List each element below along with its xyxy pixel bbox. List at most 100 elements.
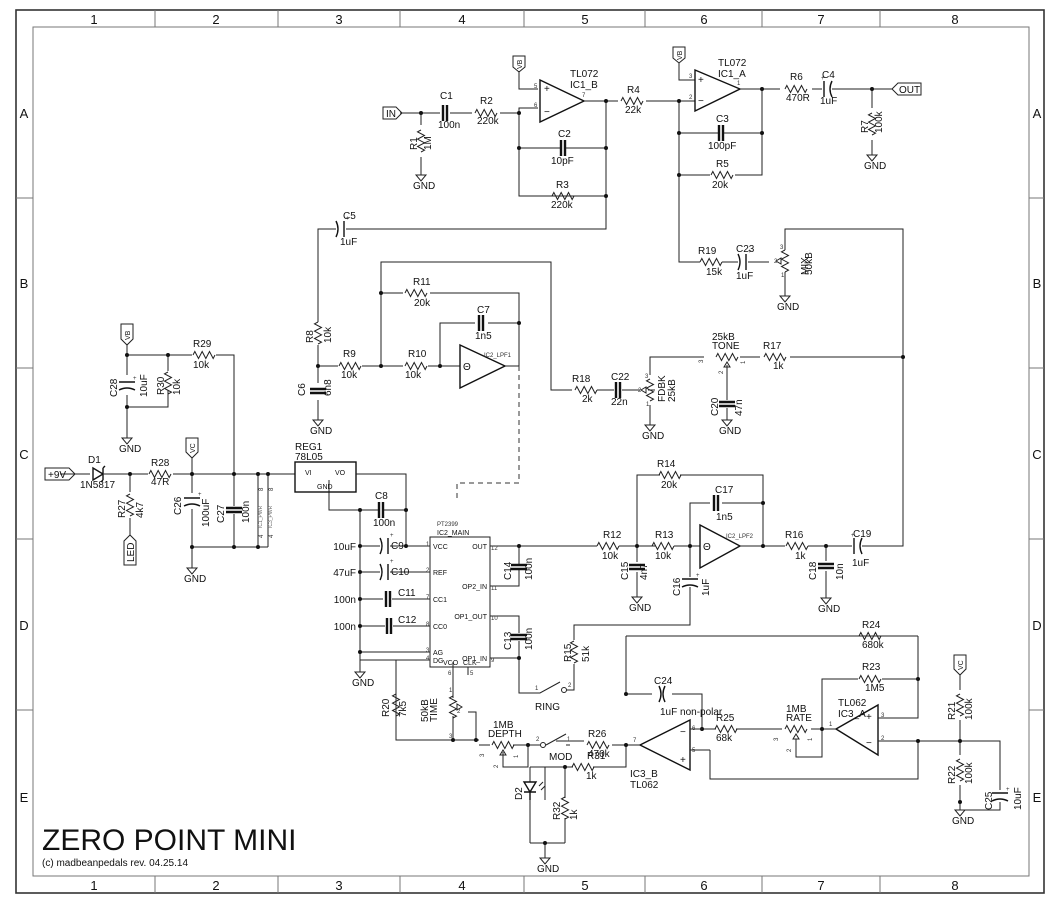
- svg-text:5: 5: [534, 84, 538, 90]
- gnd-label: GND: [719, 426, 741, 437]
- port-power: +9V: [44, 467, 76, 481]
- svg-text:+: +: [698, 75, 704, 86]
- svg-text:5: 5: [692, 748, 696, 754]
- resistor-symbol: [404, 361, 428, 371]
- pot-symbol: [780, 249, 790, 273]
- ic-pin-number: 2: [426, 568, 430, 574]
- resistor-ref: R22: [947, 765, 958, 784]
- resistor-value: 680k: [862, 640, 885, 651]
- resistor-ref: R1: [409, 137, 420, 150]
- resistor-symbol: [651, 541, 675, 551]
- svg-text:IC2_LPF1: IC2_LPF1: [484, 353, 512, 359]
- resistor-ref: R2: [480, 96, 493, 107]
- gnd-label: GND: [413, 181, 435, 192]
- gnd-triangle: [120, 437, 134, 445]
- polarity-mark: +: [851, 533, 855, 539]
- resistor-value: 470R: [786, 93, 810, 104]
- resistor-ref: R8: [305, 330, 316, 343]
- svg-text:8: 8: [259, 487, 265, 491]
- col-label-bottom: 6: [700, 878, 707, 893]
- resistor-ref: R24: [862, 620, 881, 631]
- resistor-value: 10k: [405, 370, 422, 381]
- resistor-ref: R31: [587, 751, 606, 762]
- pot-value: 50kB: [804, 252, 815, 275]
- capacitor-value: 4n7: [639, 563, 650, 580]
- resistor-value: 10k: [193, 360, 210, 371]
- capacitor-symbol: [681, 578, 699, 588]
- resistor-value: 4k7: [135, 501, 146, 518]
- capacitor-ref: C13: [503, 631, 514, 650]
- resistor-value: 10k: [172, 378, 183, 395]
- capacitor-ref: C22: [611, 372, 630, 383]
- capacitor-value: 47n: [734, 399, 745, 416]
- svg-text:−: −: [544, 107, 550, 118]
- svg-text:+9V: +9V: [48, 470, 66, 481]
- resistor-value: 1k: [795, 551, 807, 562]
- vc-flag: VC: [953, 654, 967, 676]
- capacitor-ref: C20: [710, 397, 721, 416]
- capacitor-symbol: [335, 220, 345, 238]
- polarity-mark: +: [390, 559, 394, 565]
- row-label-left: C: [19, 447, 28, 462]
- gnd-symbol: GND: [629, 596, 651, 614]
- capacitor-symbol: [511, 563, 527, 571]
- ic-pin-number: 8: [426, 622, 430, 628]
- pot-pin-number: 2: [787, 748, 793, 752]
- pot-symbol: [491, 740, 515, 750]
- ic-pin-number: 7: [426, 595, 430, 601]
- gnd-triangle: [865, 154, 879, 162]
- capacitor-value: 1uF: [852, 558, 869, 569]
- resistor-symbol: [763, 352, 787, 362]
- resistor-value: 68k: [716, 733, 733, 744]
- svg-text:−: −: [698, 96, 704, 107]
- resistor-ref: R17: [763, 341, 782, 352]
- regulator-reg1: REG1 78L05 VI VO GND: [294, 442, 357, 493]
- svg-text:1: 1: [567, 737, 571, 743]
- ic-pin-name: REF: [433, 570, 447, 577]
- svg-text:TL062: TL062: [630, 780, 659, 791]
- svg-text:IC3_PWR: IC3_PWR: [268, 505, 274, 528]
- grid-labels: 1 2 3 4 5 6 7 8 1 2 3 4 5 6 7 8 A B C D …: [19, 12, 1041, 893]
- svg-text:4: 4: [269, 534, 275, 538]
- capacitor-ref: C16: [672, 577, 683, 596]
- resistor-ref: R28: [151, 458, 170, 469]
- col-label-bottom: 5: [581, 878, 588, 893]
- pot-pin-number: 3: [645, 374, 649, 380]
- resistor-ref: R14: [657, 459, 676, 470]
- svg-text:6: 6: [534, 103, 538, 109]
- capacitor-value: 100n: [334, 595, 356, 606]
- pot-pin-number: 2: [494, 764, 500, 768]
- pot-value: 25kB: [712, 332, 735, 343]
- opamp-ic1b: + − 5 6 7 TL072 IC1_B: [534, 69, 599, 124]
- gnd-symbol: GND: [352, 671, 374, 689]
- svg-text:4: 4: [259, 534, 265, 538]
- gnd-symbol: GND: [184, 567, 206, 585]
- pot-value: 50kB: [420, 699, 431, 722]
- svg-text:GND: GND: [317, 484, 333, 491]
- capacitor-symbol: [384, 591, 392, 607]
- opamp-ic3a: + − 3 2 1 TL062 IC3_A: [829, 698, 885, 757]
- capacitor-value: 1uF non-polar: [660, 707, 723, 718]
- polarity-mark: +: [198, 492, 202, 498]
- gnd-triangle: [953, 809, 967, 817]
- resistor-ref: R13: [655, 530, 674, 541]
- svg-text:CLK: CLK: [463, 660, 477, 667]
- wiper-arrow: [456, 703, 463, 711]
